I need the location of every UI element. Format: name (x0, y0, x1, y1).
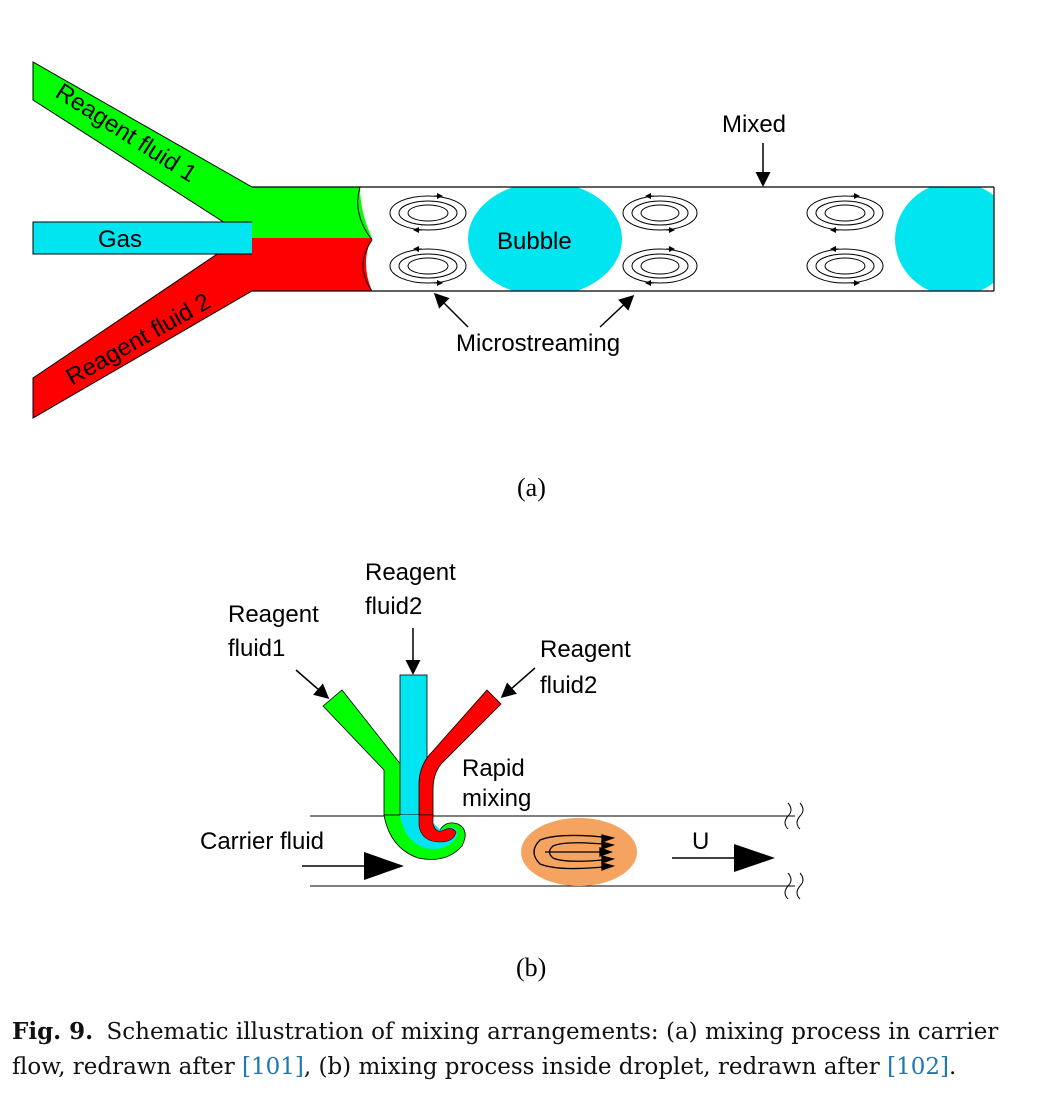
reference-link-102[interactable]: [102] (887, 1054, 949, 1080)
u-flow-arrow (672, 844, 775, 872)
figure-caption: Fig. 9. Schematic illustration of mixing… (12, 1014, 1047, 1085)
reagent-right-arrow (500, 667, 536, 698)
reagent-right-label-2: fluid2 (540, 672, 597, 699)
panel-b-label: (b) (516, 953, 546, 982)
vortex-group-1 (389, 193, 467, 286)
red-front (252, 238, 372, 291)
break-mark-top (784, 802, 804, 830)
carrier-flow-arrow (302, 852, 404, 880)
panel-a: Reagent fluid 1 Gas Reagent fluid 2 Bubb… (32, 61, 995, 502)
bubble-main (468, 187, 622, 291)
figure-number: Fig. 9. (12, 1018, 94, 1045)
reagent-center-label-2: fluid2 (365, 593, 422, 620)
caption-text-2: , (b) mixing process inside droplet, red… (303, 1054, 888, 1080)
caption-text-3: . (948, 1054, 957, 1080)
break-mark-bottom (784, 872, 804, 900)
vortex-group-3 (806, 193, 884, 286)
reagent-fluid-1-label: Reagent fluid 1 (51, 78, 202, 188)
reagent-right-label-1: Reagent (540, 636, 631, 663)
rapid-mixing-label-1: Rapid (462, 755, 525, 782)
rapid-mixing-label-2: mixing (462, 785, 531, 812)
panel-a-label: (a) (517, 473, 546, 502)
microstreaming-arrow-left (433, 292, 469, 328)
reagent-center-label-1: Reagent (365, 559, 456, 586)
gas-channel (32, 221, 269, 255)
u-label: U (692, 828, 709, 855)
mixing-schematic-figure: Reagent fluid 1 Gas Reagent fluid 2 Bubb… (32, 61, 995, 982)
green-front (252, 187, 372, 238)
reagent-fluid-2-label: Reagent fluid 2 (62, 288, 216, 391)
carrier-fluid-label: Carrier fluid (200, 828, 324, 855)
reagent-left-label-1: Reagent (228, 601, 319, 628)
reagent-left-arrow (295, 669, 330, 699)
caption-text-1: Schematic illustration of mixing arrange… (12, 1019, 999, 1080)
droplet-circulation (533, 834, 616, 871)
vortex-group-2 (622, 193, 698, 286)
bubble-right (895, 187, 994, 291)
bubble-label: Bubble (497, 228, 572, 255)
microstreaming-arrow-right (599, 294, 635, 328)
reagent-left-label-2: fluid1 (228, 635, 285, 662)
microstreaming-label: Microstreaming (456, 330, 620, 357)
gas-label: Gas (98, 226, 142, 253)
green-inlet (322, 689, 403, 816)
main-channel (252, 187, 994, 291)
mixed-label: Mixed (722, 111, 786, 138)
reference-link-101[interactable]: [101] (242, 1054, 304, 1080)
panel-b: Reagent fluid1 Reagent fluid2 Reagent fl… (200, 559, 804, 982)
